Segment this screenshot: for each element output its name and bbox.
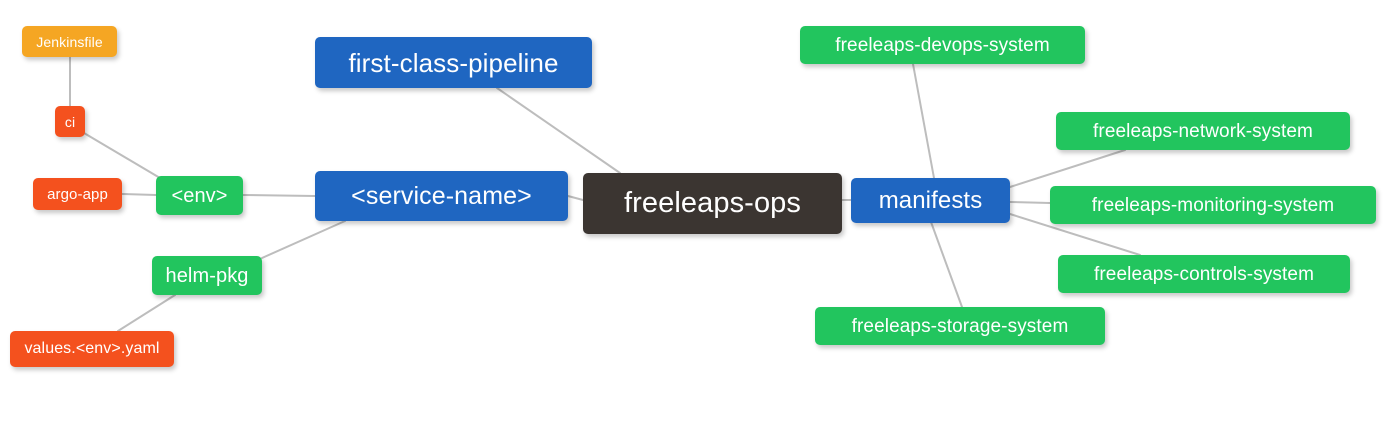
edge-values-yaml-to-helm-pkg	[117, 294, 176, 332]
node-ci[interactable]: ci	[55, 106, 85, 137]
node-label-argo-app: argo-app	[47, 185, 108, 203]
edge-ci-to-env	[83, 132, 161, 179]
node-label-freeleaps-ops: freeleaps-ops	[623, 187, 801, 219]
node-env[interactable]: <env>	[156, 176, 243, 215]
node-label-env: <env>	[171, 184, 228, 207]
node-first-class-pipeline[interactable]: first-class-pipeline	[315, 37, 592, 88]
node-label-freeleaps-controls-system: freeleaps-controls-system	[1093, 263, 1315, 285]
edge-manifests-to-freeleaps-devops-system	[912, 63, 935, 179]
node-label-freeleaps-storage-system: freeleaps-storage-system	[851, 315, 1069, 337]
node-label-ci: ci	[64, 113, 76, 130]
node-service-name[interactable]: <service-name>	[315, 171, 568, 221]
node-freeleaps-storage-system[interactable]: freeleaps-storage-system	[815, 307, 1105, 345]
edge-helm-pkg-to-service-name	[261, 220, 346, 259]
edge-first-class-pipeline-to-freeleaps-ops	[496, 87, 621, 174]
node-argo-app[interactable]: argo-app	[33, 178, 122, 210]
edge-manifests-to-freeleaps-network-system	[1009, 149, 1126, 188]
node-label-freeleaps-devops-system: freeleaps-devops-system	[835, 34, 1050, 56]
node-helm-pkg[interactable]: helm-pkg	[152, 256, 262, 295]
node-manifests[interactable]: manifests	[851, 178, 1010, 223]
node-label-helm-pkg: helm-pkg	[165, 264, 249, 287]
edge-argo-app-to-env	[121, 193, 157, 196]
node-freeleaps-controls-system[interactable]: freeleaps-controls-system	[1058, 255, 1350, 293]
node-values-yaml[interactable]: values.<env>.yaml	[10, 331, 174, 367]
node-label-freeleaps-network-system: freeleaps-network-system	[1093, 120, 1313, 142]
node-freeleaps-network-system[interactable]: freeleaps-network-system	[1056, 112, 1350, 150]
node-jenkinsfile[interactable]: Jenkinsfile	[22, 26, 117, 57]
edge-service-name-to-freeleaps-ops	[567, 195, 584, 201]
node-label-service-name: <service-name>	[351, 181, 532, 210]
node-label-jenkinsfile: Jenkinsfile	[36, 33, 103, 50]
node-label-freeleaps-monitoring-system: freeleaps-monitoring-system	[1091, 194, 1335, 216]
edge-manifests-to-freeleaps-storage-system	[930, 221, 963, 308]
node-freeleaps-monitoring-system[interactable]: freeleaps-monitoring-system	[1050, 186, 1376, 224]
node-label-first-class-pipeline: first-class-pipeline	[348, 47, 559, 78]
node-label-values-yaml: values.<env>.yaml	[24, 340, 160, 357]
edge-manifests-to-freeleaps-monitoring-system	[1009, 201, 1051, 204]
edge-env-to-service-name	[242, 194, 316, 197]
node-freeleaps-devops-system[interactable]: freeleaps-devops-system	[800, 26, 1085, 64]
node-freeleaps-ops[interactable]: freeleaps-ops	[583, 173, 842, 234]
node-label-manifests: manifests	[878, 186, 983, 214]
